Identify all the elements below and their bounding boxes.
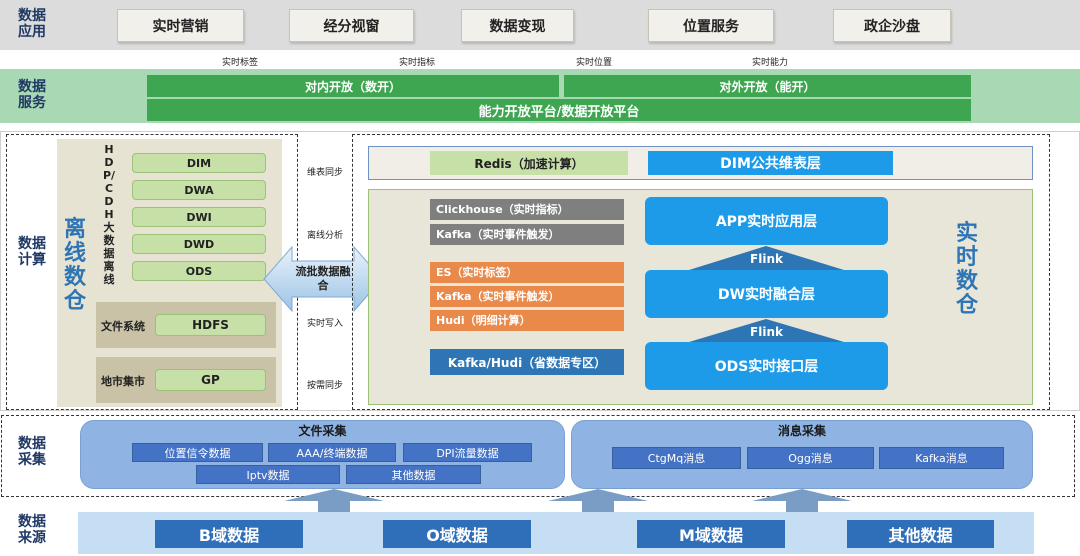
file-item-location-signaling[interactable]: 位置信令数据 — [132, 443, 263, 462]
file-item-iptv[interactable]: Iptv数据 — [196, 465, 340, 484]
file-item-aaa-terminal[interactable]: AAA/终端数据 — [268, 443, 396, 462]
stream-batch-fusion-label: 流批数据融合 — [295, 265, 351, 292]
source-up-arrow-3-icon — [752, 489, 852, 513]
source-up-arrow-2-icon — [548, 489, 648, 513]
gp-pill[interactable]: GP — [155, 369, 266, 391]
service-label-realtime-tag: 实时标签 — [221, 58, 258, 68]
step-realtime-write: 实时写入 — [306, 319, 343, 329]
file-collection-title: 文件采集 — [298, 423, 347, 438]
kafka-hudi-province-bar[interactable]: Kafka/Hudi（省数据专区） — [430, 349, 624, 375]
flink-label-top: Flink — [750, 252, 783, 266]
app-realtime-layer[interactable]: APP实时应用层 — [645, 197, 888, 245]
dim-public-layer[interactable]: DIM公共维表层 — [648, 151, 893, 175]
service-internal-open[interactable]: 对内开放（数开） — [147, 75, 559, 97]
offline-platform-label: HDP/CDH大数据离线 — [102, 143, 116, 286]
layer-label-app: 数据应用 — [18, 8, 46, 40]
offline-layer-dim[interactable]: DIM — [132, 153, 266, 173]
source-m-domain[interactable]: M域数据 — [637, 520, 785, 548]
layer-label-source: 数据来源 — [18, 514, 46, 546]
kafka-event-bar-gray[interactable]: Kafka（实时事件触发） — [430, 224, 624, 245]
dw-realtime-layer[interactable]: DW实时融合层 — [645, 270, 888, 318]
flink-arrow-top-icon — [689, 246, 844, 270]
service-platform[interactable]: 能力开放平台/数据开放平台 — [147, 99, 971, 121]
service-label-realtime-location: 实时位置 — [575, 58, 612, 68]
offline-layer-ods[interactable]: ODS — [132, 261, 266, 281]
file-item-other[interactable]: 其他数据 — [346, 465, 481, 484]
service-label-realtime-capability: 实时能力 — [751, 58, 788, 68]
offline-warehouse-title: 离线数仓 — [64, 217, 87, 314]
service-external-open[interactable]: 对外开放（能开） — [564, 75, 971, 97]
collection-frame — [1, 415, 1075, 497]
app-item-location-service[interactable]: 位置服务 — [648, 9, 774, 42]
step-dim-sync: 维表同步 — [306, 168, 343, 178]
realtime-warehouse-frame — [352, 134, 1050, 410]
hudi-bar[interactable]: Hudi（明细计算） — [430, 310, 624, 331]
msg-item-ctgmq[interactable]: CtgMq消息 — [612, 447, 741, 469]
service-label-realtime-metric: 实时指标 — [398, 58, 435, 68]
app-item-gov-sandbox[interactable]: 政企沙盘 — [833, 9, 951, 42]
app-item-realtime-marketing[interactable]: 实时营销 — [117, 9, 244, 42]
layer-label-compute: 数据计算 — [18, 236, 46, 268]
layer-label-collect: 数据采集 — [18, 436, 46, 468]
offline-layer-dwi[interactable]: DWI — [132, 207, 266, 227]
offline-layer-dwd[interactable]: DWD — [132, 234, 266, 254]
offline-layer-dwa[interactable]: DWA — [132, 180, 266, 200]
layer-label-service: 数据服务 — [18, 79, 46, 111]
source-up-arrow-1-icon — [284, 489, 384, 513]
source-b-domain[interactable]: B域数据 — [155, 520, 303, 548]
message-collection-title: 消息采集 — [777, 423, 826, 438]
hdfs-pill[interactable]: HDFS — [155, 314, 266, 336]
es-bar[interactable]: ES（实时标签） — [430, 262, 624, 283]
kafka-event-bar-orange[interactable]: Kafka（实时事件触发） — [430, 286, 624, 307]
app-item-business-window[interactable]: 经分视窗 — [289, 9, 414, 42]
ods-realtime-layer[interactable]: ODS实时接口层 — [645, 342, 888, 390]
clickhouse-bar[interactable]: Clickhouse（实时指标） — [430, 199, 624, 220]
app-item-data-monetization[interactable]: 数据变现 — [461, 9, 574, 42]
flink-arrow-bottom-icon — [689, 319, 844, 342]
realtime-warehouse-title: 实时数仓 — [955, 221, 978, 318]
source-other[interactable]: 其他数据 — [847, 520, 994, 548]
file-item-dpi-traffic[interactable]: DPI流量数据 — [403, 443, 532, 462]
file-system-label: 文件系统 — [101, 320, 145, 333]
market-label: 地市集市 — [101, 375, 145, 388]
step-on-demand-sync: 按需同步 — [306, 381, 343, 391]
step-offline-analysis: 离线分析 — [306, 231, 343, 241]
flink-label-bottom: Flink — [750, 325, 783, 339]
source-o-domain[interactable]: O域数据 — [383, 520, 531, 548]
msg-item-ogg[interactable]: Ogg消息 — [747, 447, 874, 469]
redis-box[interactable]: Redis（加速计算） — [430, 151, 628, 175]
msg-item-kafka[interactable]: Kafka消息 — [879, 447, 1004, 469]
